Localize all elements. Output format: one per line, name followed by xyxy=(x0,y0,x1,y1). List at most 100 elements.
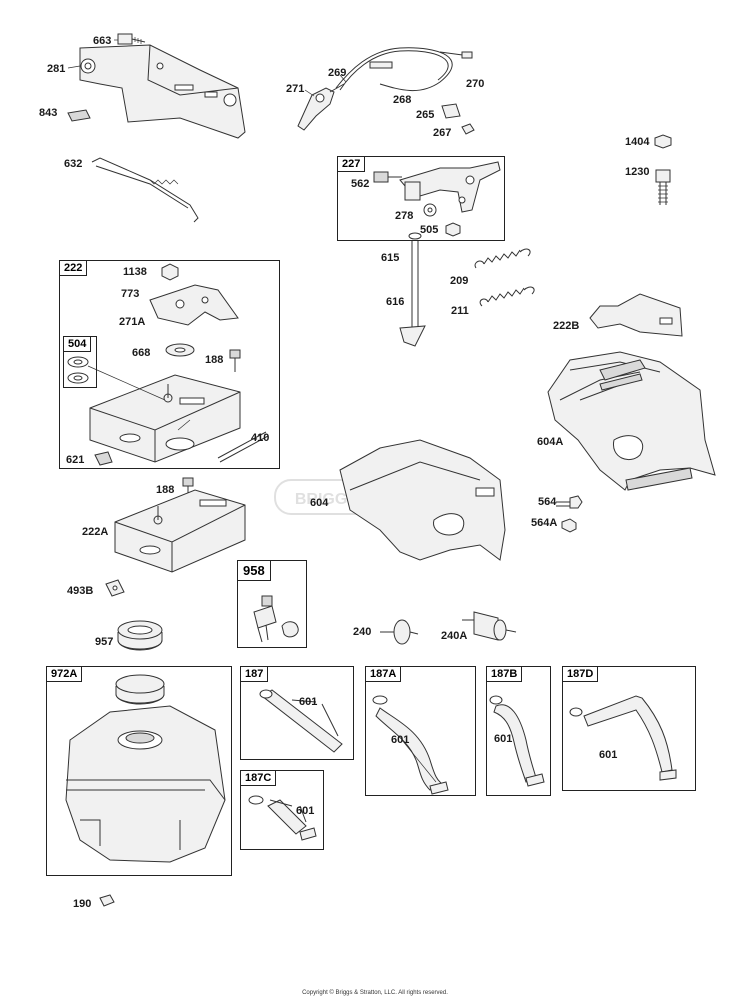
group-label-504: 504 xyxy=(64,337,92,352)
part-label-615: 615 xyxy=(381,252,400,264)
fuel-line-187B xyxy=(489,695,545,787)
group-label-187: 187 xyxy=(241,667,269,682)
cable-clamp-265 xyxy=(441,103,461,119)
group-box-504: 504 xyxy=(63,336,97,388)
group-box-972A: 972A xyxy=(46,666,232,876)
part-label-190: 190 xyxy=(73,898,92,910)
part-label-493B: 493B xyxy=(67,585,94,597)
part-label-222A: 222A xyxy=(82,526,109,538)
part-label-601-187A: 601 xyxy=(391,734,410,746)
stud-1230 xyxy=(655,169,671,205)
group-box-222: 222 xyxy=(59,260,280,469)
group-box-958: 958 xyxy=(237,560,307,648)
group-label-972A: 972A xyxy=(47,667,83,682)
group-box-187B: 187B xyxy=(486,666,551,796)
group-box-187A: 187A xyxy=(365,666,476,796)
part-label-616: 616 xyxy=(386,296,405,308)
clip-493B xyxy=(105,579,125,597)
part-label-188-lower: 188 xyxy=(156,484,175,496)
bolt-663 xyxy=(117,33,146,45)
fuel-filter-240 xyxy=(380,619,419,645)
nut-564A xyxy=(561,518,577,533)
part-label-604: 604 xyxy=(310,497,329,509)
fuel-line-187 xyxy=(259,689,343,753)
part-label-271A: 271A xyxy=(119,316,146,328)
part-label-564A: 564A xyxy=(531,517,558,529)
part-label-269: 269 xyxy=(328,67,347,79)
control-plate-222-parts xyxy=(89,263,269,466)
fuel-tank-972A xyxy=(65,674,226,863)
part-label-281: 281 xyxy=(47,63,66,75)
fuel-line-187A xyxy=(372,695,449,795)
group-box-227: 227 xyxy=(337,156,505,241)
group-label-222: 222 xyxy=(60,261,88,276)
spring-209 xyxy=(474,248,531,269)
part-label-1404: 1404 xyxy=(625,136,650,148)
group-label-227: 227 xyxy=(338,157,366,172)
part-label-601-187C: 601 xyxy=(296,805,315,817)
part-label-268: 268 xyxy=(393,94,412,106)
part-label-410: 410 xyxy=(251,432,270,444)
fuel-filter-240A xyxy=(462,611,517,641)
part-label-621: 621 xyxy=(66,454,85,466)
part-label-773: 773 xyxy=(121,288,140,300)
group-label-958: 958 xyxy=(238,561,271,581)
screw-267 xyxy=(461,123,475,135)
screw-190 xyxy=(99,894,115,907)
part-label-240: 240 xyxy=(353,626,372,638)
bracket-222B xyxy=(589,293,683,337)
group-label-187C: 187C xyxy=(241,771,277,786)
group-box-187: 187 xyxy=(240,666,354,760)
washer-set-504 xyxy=(67,356,166,401)
part-label-564: 564 xyxy=(538,496,557,508)
control-plate-222A xyxy=(114,489,246,573)
control-bracket-281 xyxy=(79,44,246,139)
part-label-265: 265 xyxy=(416,109,435,121)
part-label-1138: 1138 xyxy=(123,266,147,278)
governor-rod-616 xyxy=(399,232,426,347)
part-label-240A: 240A xyxy=(441,630,468,642)
copyright-notice: Copyright © Briggs & Stratton, LLC. All … xyxy=(302,990,448,996)
bolt-564 xyxy=(556,495,583,509)
group-label-187B: 187B xyxy=(487,667,523,682)
part-label-843: 843 xyxy=(39,107,58,119)
part-label-188-upper: 188 xyxy=(205,354,224,366)
governor-link-632 xyxy=(91,157,199,223)
lever-assembly-227-parts xyxy=(373,161,501,237)
part-label-601-187B: 601 xyxy=(494,733,513,745)
part-label-267: 267 xyxy=(433,127,452,139)
group-label-187A: 187A xyxy=(366,667,402,682)
part-label-278: 278 xyxy=(395,210,414,222)
spring-211 xyxy=(479,286,535,307)
group-box-187D: 187D xyxy=(562,666,696,791)
fuel-cap-957 xyxy=(117,620,163,651)
part-label-668: 668 xyxy=(132,347,151,359)
fuel-line-187D xyxy=(569,695,677,781)
nut-1404 xyxy=(654,134,672,149)
part-label-1230: 1230 xyxy=(625,166,650,178)
part-label-222B: 222B xyxy=(553,320,580,332)
throttle-cable-268 xyxy=(335,47,473,92)
group-label-187D: 187D xyxy=(563,667,599,682)
fuel-line-187C xyxy=(248,795,317,841)
group-box-187C: 187C xyxy=(240,770,324,850)
part-label-604A: 604A xyxy=(537,436,564,448)
clip-843 xyxy=(67,109,91,122)
throttle-lever-271 xyxy=(297,83,345,131)
part-label-601-187: 601 xyxy=(299,696,318,708)
part-label-211: 211 xyxy=(451,305,469,317)
part-label-663: 663 xyxy=(93,35,112,47)
part-label-209: 209 xyxy=(450,275,469,287)
part-label-562: 562 xyxy=(351,178,370,190)
blower-housing-604 xyxy=(339,439,506,561)
fuel-valve-958 xyxy=(253,595,299,643)
part-label-505: 505 xyxy=(420,224,439,236)
part-label-271: 271 xyxy=(286,83,305,95)
part-label-601-187D: 601 xyxy=(599,749,618,761)
part-label-270: 270 xyxy=(466,78,485,90)
blower-housing-604A xyxy=(547,351,716,491)
leader-lines xyxy=(67,39,347,431)
part-label-632: 632 xyxy=(64,158,83,170)
part-label-957: 957 xyxy=(95,636,114,648)
